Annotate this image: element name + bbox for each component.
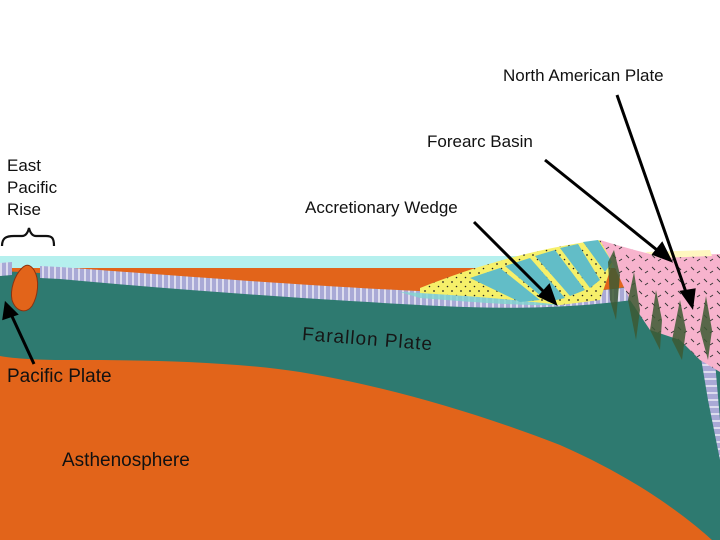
label-asthenosphere: Asthenosphere bbox=[62, 450, 190, 471]
continent-texture bbox=[600, 240, 720, 372]
arrowhead-wedge bbox=[537, 283, 558, 306]
arrowhead-na-1 bbox=[679, 288, 696, 310]
label-east-pacific-rise-line-1: East bbox=[7, 156, 42, 175]
pacific-crust bbox=[0, 262, 12, 276]
east-pacific-rise-bracket bbox=[0, 227, 56, 247]
arrows bbox=[2, 94, 696, 365]
label-forearc-basin: Forearc Basin bbox=[427, 132, 533, 151]
label-east-pacific-rise-line-2: Pacific bbox=[7, 178, 58, 197]
label-north-american-plate: North American Plate bbox=[503, 66, 664, 85]
arrow-accretionary-wedge bbox=[472, 220, 550, 298]
arrow-north-american-plate-1 bbox=[615, 94, 690, 299]
plutons bbox=[608, 250, 712, 360]
label-accretionary-wedge: Accretionary Wedge bbox=[305, 198, 458, 217]
oceanic-lithosphere bbox=[0, 268, 720, 540]
label-pacific-plate: Pacific Plate bbox=[7, 366, 112, 387]
arrow-forearc-basin bbox=[544, 158, 663, 256]
arrowhead-forearc bbox=[651, 241, 674, 263]
label-east-pacific-rise: East Pacific Rise bbox=[7, 155, 57, 221]
label-east-pacific-rise-line-3: Rise bbox=[7, 200, 42, 219]
arrowhead-pacific bbox=[2, 300, 19, 321]
arrow-pacific-plate bbox=[8, 311, 36, 365]
ridge-magma bbox=[11, 264, 39, 312]
